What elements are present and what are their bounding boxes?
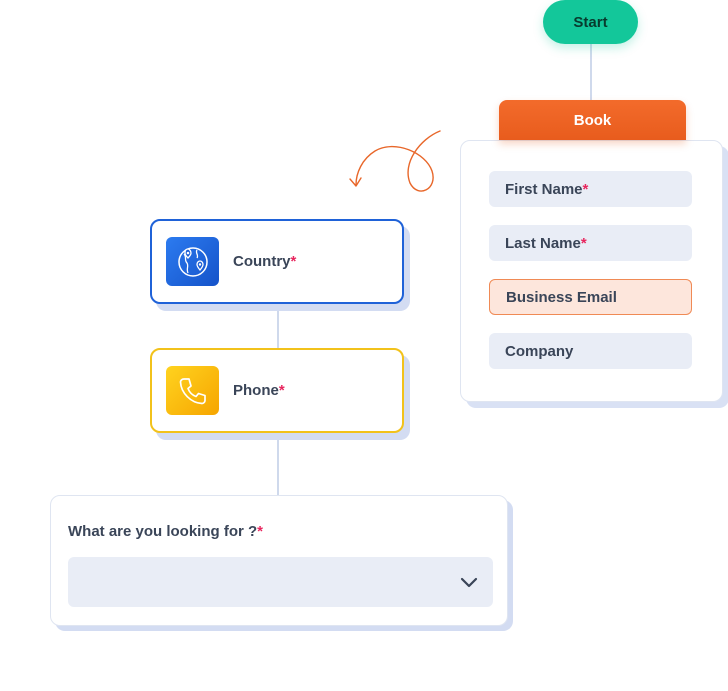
phone-icon (166, 366, 219, 415)
required-marker: * (580, 234, 587, 252)
connector-country-phone (277, 304, 279, 348)
squiggle-arrow-icon (349, 130, 441, 192)
country-label: Country* (233, 253, 297, 270)
first-name-field[interactable]: First Name* (489, 171, 692, 207)
book-label: Book (573, 111, 612, 129)
business-email-field[interactable]: Business Email (489, 279, 692, 315)
country-node[interactable]: Country* (150, 219, 404, 304)
required-marker: * (582, 180, 589, 198)
phone-node[interactable]: Phone* (150, 348, 404, 433)
company-field[interactable]: Company (489, 333, 692, 369)
start-node[interactable]: Start (543, 0, 638, 44)
globe-location-icon (166, 237, 219, 286)
connector-phone-looking (277, 433, 279, 495)
phone-label: Phone* (233, 382, 285, 399)
looking-for-label: What are you looking for ?* (68, 523, 264, 540)
connector-start-book (590, 44, 592, 100)
chevron-down-icon[interactable] (459, 573, 479, 591)
last-name-field[interactable]: Last Name* (489, 225, 692, 261)
looking-for-select[interactable] (68, 557, 493, 607)
book-node-header[interactable]: Book (499, 100, 686, 140)
start-label: Start (573, 13, 608, 31)
